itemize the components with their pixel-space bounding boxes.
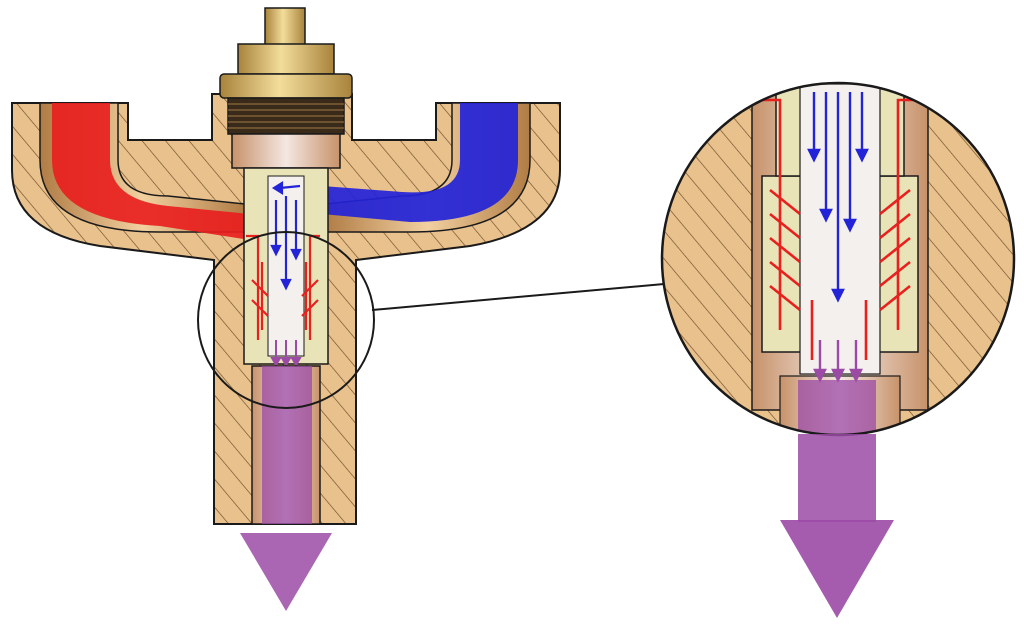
detail-connector xyxy=(371,283,665,311)
bonnet-collar xyxy=(219,73,353,99)
cold-arrows xyxy=(270,181,302,291)
detail-cold-arrows xyxy=(807,92,869,303)
detail-marker-circle xyxy=(197,231,375,409)
mixed-arrows xyxy=(270,340,302,368)
detail-outlet-arrow xyxy=(780,520,894,618)
lock-nut xyxy=(237,43,335,75)
valve-stem xyxy=(264,7,306,49)
cold-flow xyxy=(322,103,518,222)
detail-mixed-arrows xyxy=(813,340,863,383)
outlet-arrow xyxy=(240,533,332,611)
detail-mixed-flow xyxy=(798,380,876,435)
detail-view xyxy=(660,81,1016,618)
detail-outlet-shaft xyxy=(798,434,876,522)
hot-flow xyxy=(52,103,250,240)
mixed-flow xyxy=(262,366,312,524)
valve-cross-section xyxy=(11,7,561,611)
bonnet-body xyxy=(231,133,341,169)
